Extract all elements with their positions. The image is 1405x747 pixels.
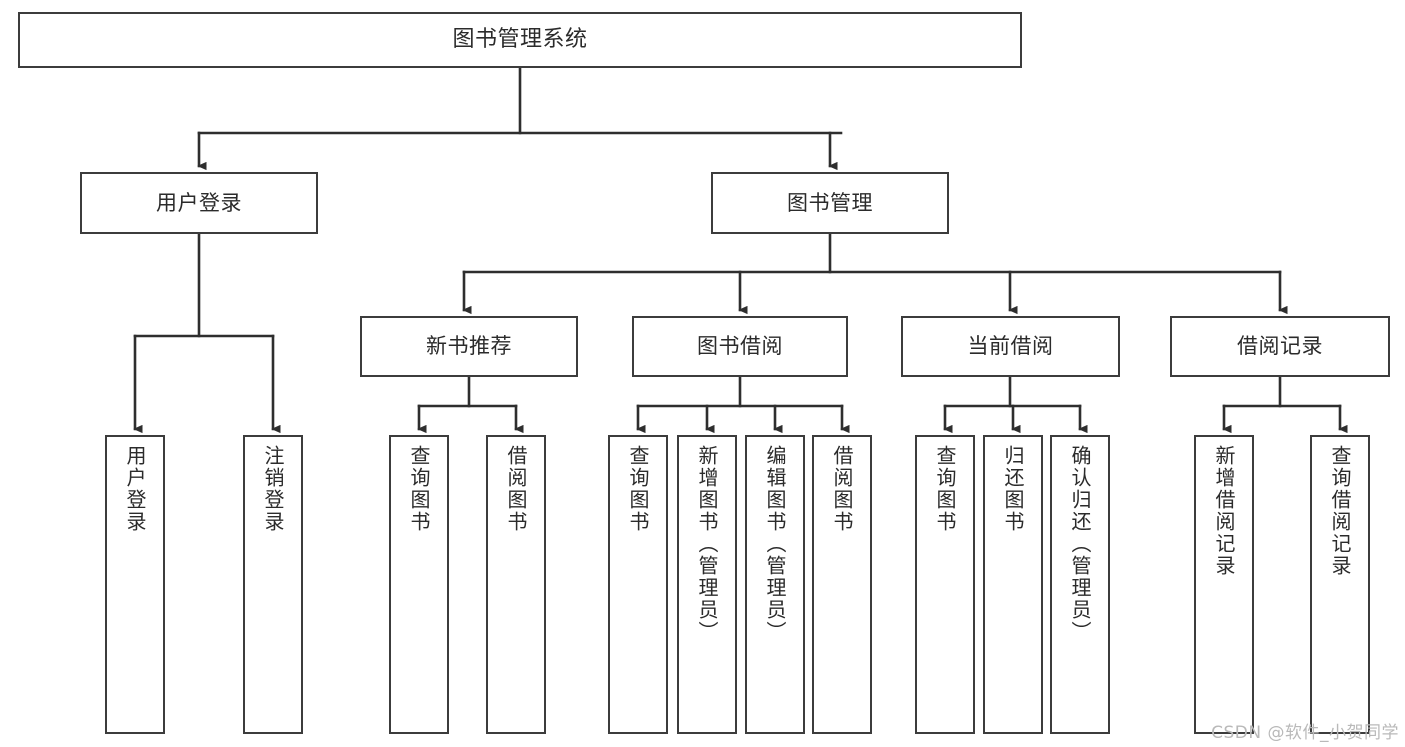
node-book-management-system[interactable]: 图书管理系统 (18, 12, 1022, 68)
node-label: 查询借阅记录 (1328, 445, 1352, 577)
node-borrow-record[interactable]: 借阅记录 (1170, 316, 1390, 377)
node-label: 新增图书（管理员） (695, 445, 719, 643)
leaf-book-borrow-add-book-admin[interactable]: 新增图书（管理员） (677, 435, 737, 734)
node-label: 注销登录 (261, 445, 285, 533)
leaf-book-borrow-borrow-book[interactable]: 借阅图书 (812, 435, 872, 734)
node-label: 图书管理 (787, 190, 873, 215)
leaf-current-borrow-query-book[interactable]: 查询图书 (915, 435, 975, 734)
node-label: 借阅图书 (830, 445, 854, 533)
node-label: 新增借阅记录 (1212, 445, 1236, 577)
leaf-user-login-logout[interactable]: 注销登录 (243, 435, 303, 734)
leaf-current-borrow-confirm-return-admin[interactable]: 确认归还（管理员） (1050, 435, 1110, 734)
node-label: 用户登录 (123, 445, 147, 533)
node-label: 图书管理系统 (452, 27, 588, 53)
node-label: 新书推荐 (426, 334, 512, 359)
leaf-borrow-record-query-record[interactable]: 查询借阅记录 (1310, 435, 1370, 734)
leaf-borrow-record-add-record[interactable]: 新增借阅记录 (1194, 435, 1254, 734)
leaf-user-login-signin[interactable]: 用户登录 (105, 435, 165, 734)
leaf-current-borrow-return-book[interactable]: 归还图书 (983, 435, 1043, 734)
node-label: 查询图书 (933, 445, 957, 533)
csdn-watermark: CSDN @软件_小贺同学 (1211, 723, 1399, 743)
node-label: 编辑图书（管理员） (763, 445, 787, 643)
node-label: 当前借阅 (967, 334, 1054, 359)
node-user-login[interactable]: 用户登录 (80, 172, 318, 234)
node-book-management[interactable]: 图书管理 (711, 172, 949, 234)
leaf-new-book-query-book[interactable]: 查询图书 (389, 435, 449, 734)
node-label: 用户登录 (156, 190, 242, 215)
node-current-borrow[interactable]: 当前借阅 (901, 316, 1120, 377)
node-label: 图书借阅 (697, 334, 783, 359)
node-label: 查询图书 (407, 445, 431, 533)
leaf-book-borrow-edit-book-admin[interactable]: 编辑图书（管理员） (745, 435, 805, 734)
leaf-new-book-borrow-book[interactable]: 借阅图书 (486, 435, 546, 734)
leaf-book-borrow-query-book[interactable]: 查询图书 (608, 435, 668, 734)
node-label: 归还图书 (1001, 445, 1025, 533)
node-label: 确认归还（管理员） (1068, 445, 1092, 643)
node-label: 查询图书 (626, 445, 650, 533)
node-book-borrow[interactable]: 图书借阅 (632, 316, 848, 377)
node-label: 借阅记录 (1237, 334, 1323, 359)
node-label: 借阅图书 (504, 445, 528, 533)
node-new-book-recommend[interactable]: 新书推荐 (360, 316, 578, 377)
